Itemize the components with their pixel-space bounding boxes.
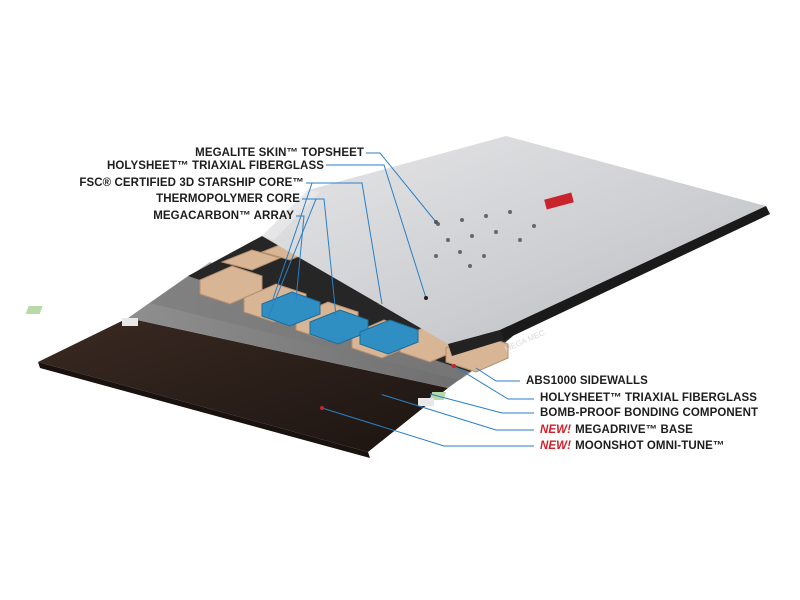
omni-tune-edge-left xyxy=(26,306,43,314)
callout-bonding-component: BOMB-PROOF BONDING COMPONENT xyxy=(540,406,758,420)
callout-topsheet: MEGALITE SKIN™ TOPSHEET xyxy=(195,146,364,160)
callout-sidewalls-label: ABS1000 SIDEWALLS xyxy=(526,375,648,387)
callout-megadrive-base: NEW! MEGADRIVE™ BASE xyxy=(540,423,693,437)
callout-lower-fiberglass: HOLYSHEET™ TRIAXIAL FIBERGLASS xyxy=(540,391,757,405)
callout-megacarbon-array: MEGACARBON™ ARRAY xyxy=(153,209,294,223)
new-badge: NEW! xyxy=(540,424,571,436)
callout-sidewalls: ABS1000 SIDEWALLS xyxy=(526,374,648,388)
callout-upper-fiberglass: HOLYSHEET™ TRIAXIAL FIBERGLASS xyxy=(107,159,324,173)
callout-omni-tune-label: MOONSHOT OMNI-TUNE™ xyxy=(575,440,724,452)
leader-sidewalls xyxy=(476,368,520,381)
callout-bonding-label: BOMB-PROOF BONDING COMPONENT xyxy=(540,407,758,419)
callout-lower-fiberglass-label: HOLYSHEET™ TRIAXIAL FIBERGLASS xyxy=(540,392,757,404)
edge-insert-left xyxy=(122,318,138,326)
callout-omni-tune: NEW! MOONSHOT OMNI-TUNE™ xyxy=(540,439,725,453)
callout-thermopolymer-core: THERMOPOLYMER CORE xyxy=(156,192,300,206)
new-badge: NEW! xyxy=(540,440,571,452)
callout-starship-core: FSC® CERTIFIED 3D STARSHIP CORE™ xyxy=(79,176,304,190)
leader-bonding xyxy=(430,394,534,413)
edge-insert-right xyxy=(418,398,434,406)
callout-megadrive-label: MEGADRIVE™ BASE xyxy=(575,424,693,436)
